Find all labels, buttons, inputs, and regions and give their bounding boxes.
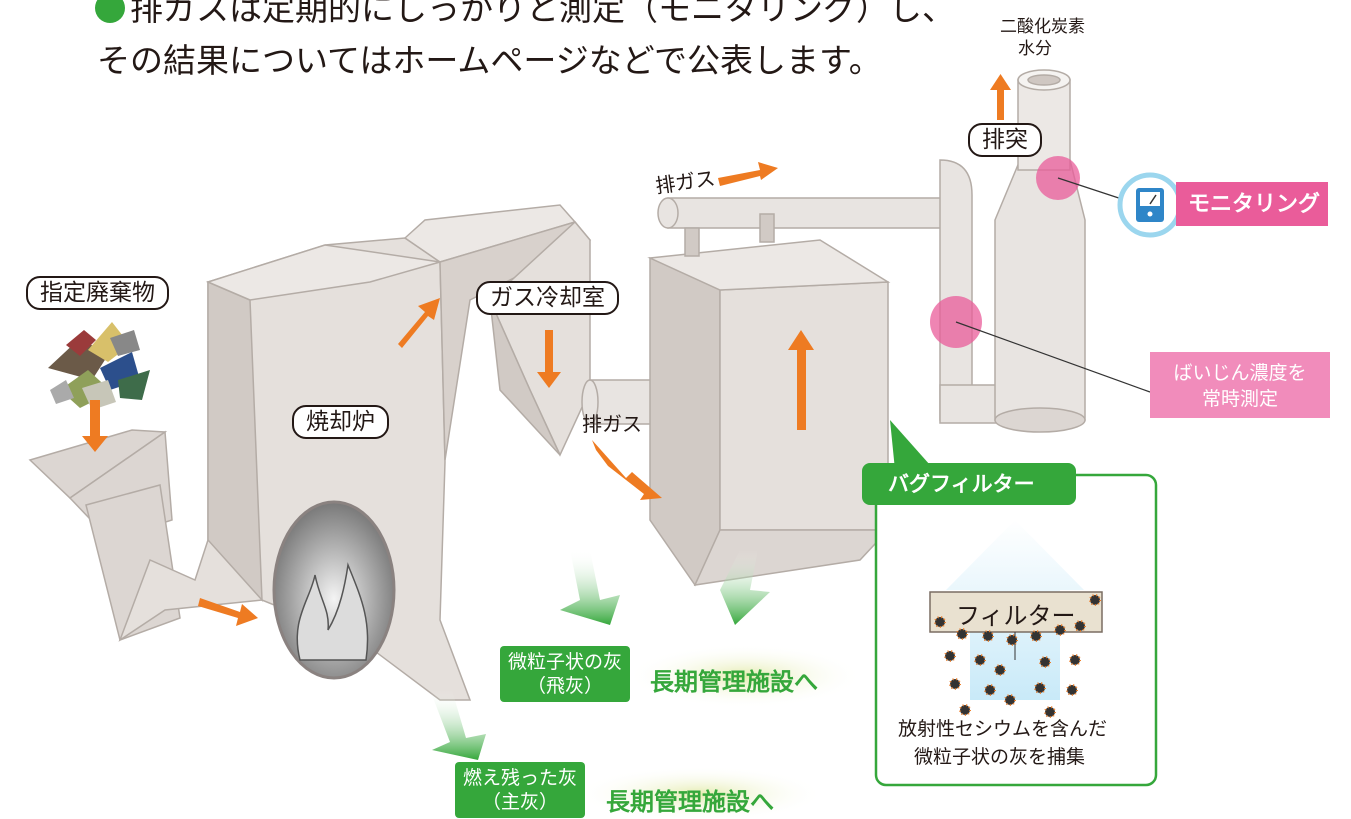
cesium-particle (944, 650, 956, 662)
chimney-label: 排突 (968, 123, 1042, 157)
bag-filter-label: バグフィルター (888, 472, 1035, 496)
filter-label: フィルター (956, 602, 1076, 630)
bag-filter-housing (647, 239, 891, 587)
cesium-particle (1069, 654, 1081, 666)
dust-label-line1: ばいじん濃度を (1173, 362, 1307, 384)
cesium-particle (1030, 630, 1042, 642)
monitoring-badge-bg (1176, 182, 1328, 226)
dust-box-bg (1150, 352, 1330, 418)
headline-line2: その結果についてはホームページなどで公表します。 (97, 41, 882, 80)
main-ash-destination: 長期管理施設へ (606, 788, 774, 816)
cesium-particle (982, 630, 994, 642)
cesium-particle (1066, 684, 1078, 696)
fly-ash-line2: （飛灰） (527, 675, 604, 697)
waste-pile-icon (48, 322, 150, 410)
exhaust-mid-label: 排ガス (582, 412, 642, 436)
cesium-particle (1004, 694, 1016, 706)
cesium-particle (949, 678, 961, 690)
cesium-particle (1034, 682, 1046, 694)
waste-label: 指定廃棄物 (26, 276, 169, 310)
cesium-particle (956, 628, 968, 640)
chimney-output-line2: 水分 (1018, 39, 1052, 59)
exhaust-pipe-mid (581, 379, 661, 425)
cesium-particle (1039, 656, 1051, 668)
arrow-filter-up (788, 330, 814, 430)
main-ash-line2: （主灰） (482, 791, 559, 813)
cesium-particle (1054, 624, 1066, 636)
main-ash-glow (576, 766, 824, 819)
arrow-waste-down (82, 400, 108, 452)
flow-arrows (82, 74, 1011, 626)
headline-bullet-icon (95, 0, 125, 23)
fly-ash-destination: 長期管理施設へ (650, 668, 818, 696)
fly-ash-line1: 微粒子状の灰 (508, 651, 623, 673)
cesium-particle (1089, 594, 1101, 606)
cesium-particle (959, 704, 971, 716)
capture-line1: 放射性セシウムを含んだ (898, 718, 1108, 740)
cesium-particle (934, 616, 946, 628)
arrow-furnace-right (198, 598, 258, 626)
main-ash-badge: 燃え残った灰 （主灰） (455, 762, 586, 818)
cesium-particles (934, 594, 1101, 718)
arrow-cooling-down (537, 330, 561, 388)
bag-filter-panel (862, 420, 1158, 787)
capture-line2: 微粒子状の灰を捕集 (914, 746, 1086, 768)
cesium-particle (974, 654, 986, 666)
ash-arrows (430, 550, 770, 760)
fly-ash-glow (627, 644, 863, 708)
meter-icon (1117, 172, 1183, 238)
arrow-exhaust-top (718, 162, 778, 186)
fly-ash-badge: 微粒子状の灰 （飛灰） (500, 646, 631, 702)
leader-line-dust (955, 321, 1151, 393)
cesium-particle (994, 664, 1006, 676)
exhaust-pipe-top (657, 159, 1011, 424)
incinerator-label: 焼却炉 (292, 405, 389, 439)
chimney-output-line1: 二酸化炭素 (1000, 17, 1085, 37)
cesium-particle (1044, 706, 1056, 718)
dust-label-line2: 常時測定 (1201, 388, 1278, 410)
arrow-rise (398, 298, 440, 348)
arrow-exhaust-mid (592, 440, 662, 500)
arrow-main-ash (430, 690, 486, 760)
monitoring-label: モニタリング (1188, 192, 1321, 217)
main-ash-line1: 燃え残った灰 (463, 767, 578, 789)
cesium-particle (1006, 634, 1018, 646)
headline-line1: 排ガスは定期的にしっかりと測定（モニタリング）し、 (130, 0, 955, 28)
flame-icon (296, 562, 369, 661)
cesium-particle (984, 684, 996, 696)
gas-cooling-label: ガス冷却室 (476, 281, 619, 315)
arrow-chimney-up (990, 74, 1011, 120)
arrow-fly-ash-1 (560, 550, 620, 625)
arrow-fly-ash-2 (720, 550, 770, 625)
cesium-particle (1074, 620, 1086, 632)
hopper (28, 429, 181, 641)
